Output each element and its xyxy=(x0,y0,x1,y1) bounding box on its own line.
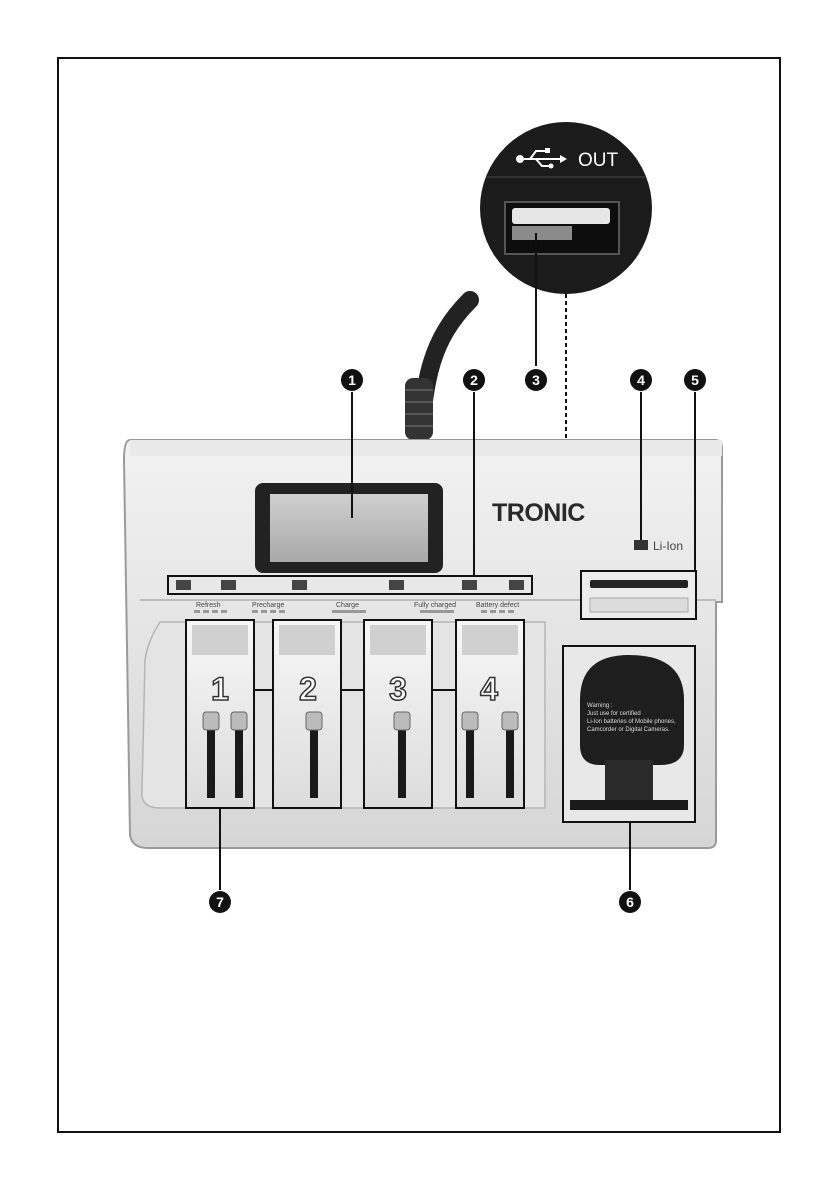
svg-text:1: 1 xyxy=(348,372,356,388)
li-ion-led xyxy=(634,540,648,550)
svg-text:3: 3 xyxy=(532,372,540,388)
callout-2: 2 xyxy=(463,369,485,391)
callout-1: 1 xyxy=(341,369,363,391)
li-ion-adapter-clip xyxy=(580,655,684,765)
li-ion-contact-strip xyxy=(590,580,688,588)
slot-4-number: 4 xyxy=(480,671,498,707)
li-ion-adapter-base xyxy=(570,800,688,810)
body-top-rim xyxy=(130,440,722,456)
slot-1-number: 1 xyxy=(211,671,229,707)
callout-6: 6 xyxy=(619,891,641,913)
usb-out-label: OUT xyxy=(578,150,619,171)
status-label-charge: Charge xyxy=(336,602,359,609)
li-ion-label: Li-Ion xyxy=(653,539,683,553)
lcd-screen xyxy=(270,494,428,562)
svg-text:6: 6 xyxy=(626,894,634,910)
callout-7: 7 xyxy=(209,891,231,913)
status-label-precharge: Precharge xyxy=(252,602,284,609)
callout-4: 4 xyxy=(630,369,652,391)
slot-2-top xyxy=(279,625,335,655)
status-label-refresh: Refresh xyxy=(196,602,221,609)
callout-3: 3 xyxy=(525,369,547,391)
slot-3-top xyxy=(370,625,426,655)
cable-strain-relief xyxy=(405,378,433,440)
svg-text:4: 4 xyxy=(637,372,645,388)
warning-line-1: Just use for certified xyxy=(587,711,641,717)
slot-3-number: 3 xyxy=(389,671,407,707)
callout-5: 5 xyxy=(684,369,706,391)
brand-logo: TRONIC xyxy=(492,499,585,527)
status-label-battery-defect: Battery defect xyxy=(476,602,519,609)
svg-text:7: 7 xyxy=(216,894,224,910)
slot-4-top xyxy=(462,625,518,655)
svg-text:5: 5 xyxy=(691,372,699,388)
li-ion-adapter-stem xyxy=(605,760,653,800)
usb-zoom-inset: OUT xyxy=(480,122,652,294)
slot-2-number: 2 xyxy=(299,671,317,707)
usb-port xyxy=(512,208,610,224)
slot-1-top xyxy=(192,625,248,655)
svg-text:2: 2 xyxy=(470,372,478,388)
status-label-fully-charged: Fully charged xyxy=(414,602,456,609)
warning-title: Warning : xyxy=(587,703,613,709)
warning-line-3: Camcorder or Digital Cameras. xyxy=(587,727,670,733)
warning-line-2: Li-Ion batteries of Mobile phones, xyxy=(587,719,676,725)
